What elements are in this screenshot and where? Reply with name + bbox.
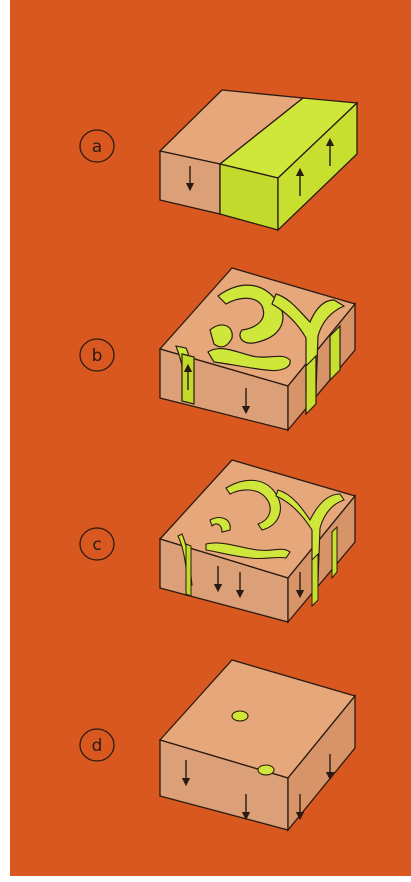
label-b: b	[92, 346, 103, 366]
bubble-domain	[258, 765, 274, 775]
label-c: c	[92, 535, 101, 555]
label-d: d	[92, 736, 103, 756]
bubble-domain	[232, 711, 248, 721]
label-a: a	[92, 137, 102, 157]
